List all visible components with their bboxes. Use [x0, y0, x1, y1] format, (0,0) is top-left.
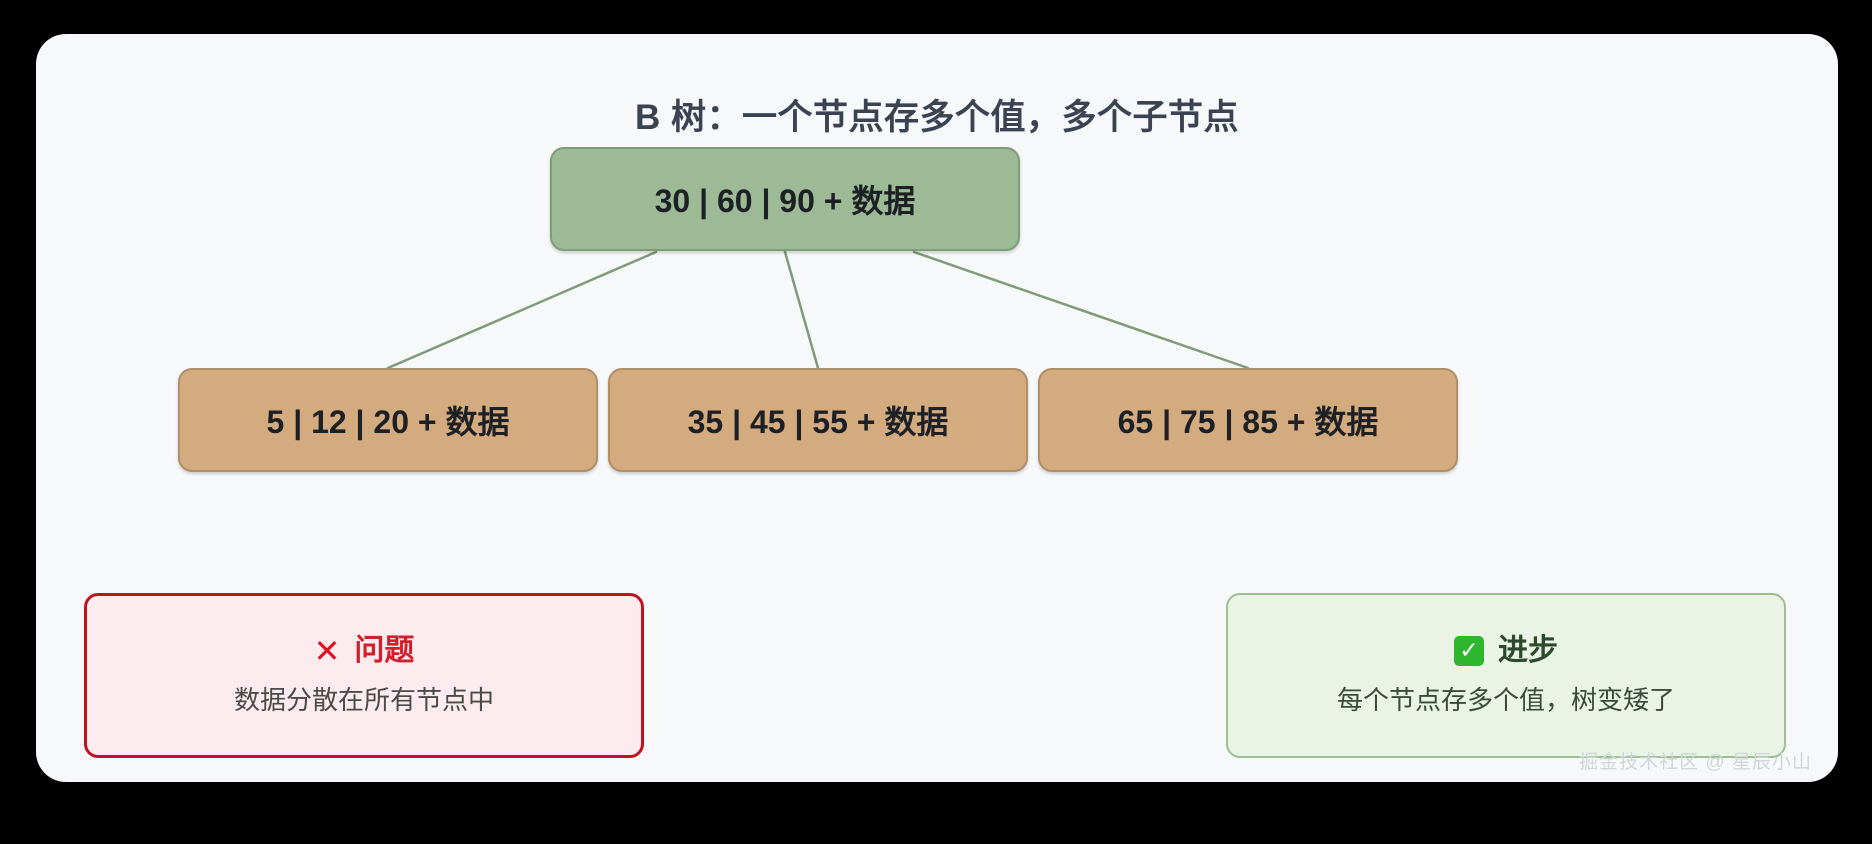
progress-panel-body: 每个节点存多个值，树变矮了 — [1336, 685, 1675, 716]
problem-panel-heading: ✕ 问题 — [314, 634, 415, 667]
tree-node-root[interactable]: 30 | 60 | 90 + 数据 — [550, 147, 1020, 251]
edge-root-to-child-0 — [386, 250, 658, 370]
problem-panel-body: 数据分散在所有节点中 — [233, 685, 494, 716]
tree-node-child-0-label: 5 | 12 | 20 + 数据 — [266, 404, 510, 440]
watermark: 掘金技术社区 @ 星辰小山 — [1579, 752, 1812, 773]
tree-node-child-1[interactable]: 35 | 45 | 55 + 数据 — [608, 368, 1028, 472]
progress-panel-heading: ✓ 进步 — [1454, 634, 1558, 667]
problem-panel-title: 问题 — [354, 634, 415, 668]
tree-node-child-0[interactable]: 5 | 12 | 20 + 数据 — [178, 368, 598, 472]
progress-panel-title: 进步 — [1498, 634, 1558, 668]
tree-node-child-2[interactable]: 65 | 75 | 85 + 数据 — [1038, 368, 1458, 472]
diagram-card: B 树：一个节点存多个值，多个子节点 30 | 60 | 90 + 数据 5 |… — [36, 34, 1838, 782]
tree-node-root-label: 30 | 60 | 90 + 数据 — [654, 183, 916, 219]
tree-node-child-1-label: 35 | 45 | 55 + 数据 — [687, 404, 949, 440]
diagram-title: B 树：一个节点存多个值，多个子节点 — [634, 98, 1239, 137]
tree-node-child-2-label: 65 | 75 | 85 + 数据 — [1117, 404, 1379, 440]
progress-panel: ✓ 进步 每个节点存多个值，树变矮了 — [1226, 593, 1786, 758]
check-mark-badge-icon: ✓ — [1454, 635, 1484, 666]
cross-mark-icon: ✕ — [313, 632, 341, 669]
edge-root-to-child-1 — [783, 250, 820, 370]
edge-root-to-child-2 — [912, 250, 1250, 370]
problem-panel: ✕ 问题 数据分散在所有节点中 — [84, 593, 644, 758]
